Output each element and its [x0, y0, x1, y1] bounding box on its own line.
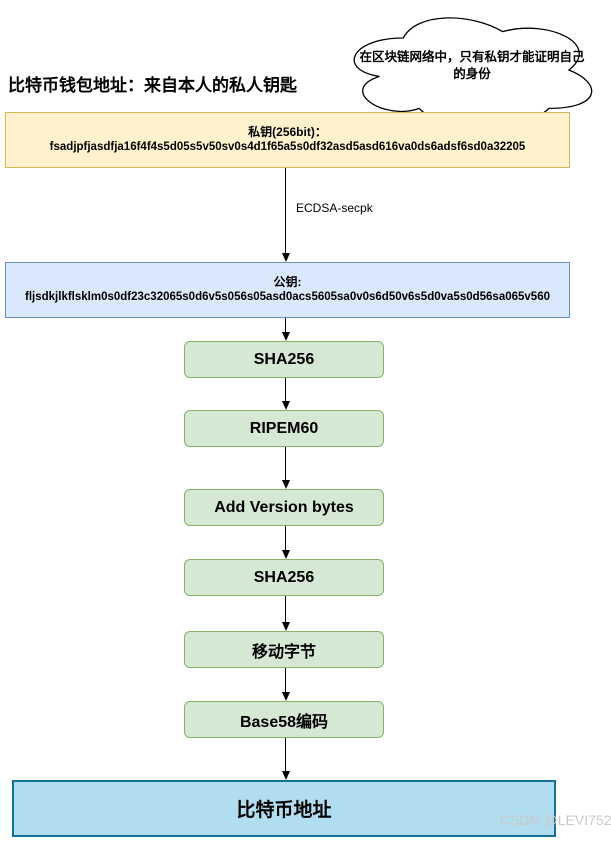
arrow-head-icon [281, 401, 290, 410]
arrow-head-icon [281, 480, 290, 489]
flow-arrow [281, 447, 290, 489]
arrow-stem [285, 596, 286, 622]
step-move-bytes: 移动字节 [184, 631, 384, 668]
public-key-label: 公钥: [273, 275, 302, 289]
step-sha256-1: SHA256 [184, 341, 384, 378]
arrow-stem [285, 526, 286, 550]
page-title: 比特币钱包地址：来自本人的私人钥匙 [8, 76, 297, 95]
flow-arrow [281, 526, 290, 559]
private-key-box: 私钥(256bit)： fsadjpfjasdfja16f4f4s5d05s5v… [5, 112, 570, 168]
arrow-stem [285, 378, 286, 401]
arrow-head-icon [281, 771, 290, 780]
step-base58-encode: Base58编码 [184, 701, 384, 738]
thought-cloud-text: 在区块链网络中，只有私钥才能证明自己 的身份 [352, 49, 592, 83]
cloud-text-line2: 的身份 [453, 67, 491, 81]
flow-arrow [281, 596, 290, 631]
arrow-stem [285, 168, 286, 253]
arrow-stem [285, 738, 286, 771]
public-key-value: fljsdkjlkflsklm0s0df23c32065s0d6v5s056s0… [25, 291, 550, 303]
flow-arrow [281, 668, 290, 701]
arrow-head-icon [281, 622, 290, 631]
step-add-version-bytes: Add Version bytes [184, 489, 384, 526]
private-key-value: fsadjpfjasdfja16f4f4s5d05s5v50sv0s4d1f65… [49, 141, 526, 153]
arrow-stem [285, 668, 286, 692]
flow-arrow [281, 378, 290, 410]
arrow-stem [285, 318, 286, 332]
arrow-head-icon [281, 692, 290, 701]
step-sha256-2: SHA256 [184, 559, 384, 596]
arrow-head-icon [281, 253, 290, 262]
private-key-label: 私钥(256bit)： [248, 125, 327, 139]
arrow-head-icon [281, 550, 290, 559]
edge-label-ecdsa: ECDSA-secpk [296, 201, 373, 215]
cloud-text-line1: 在区块链网络中，只有私钥才能证明自己 [359, 50, 585, 64]
arrow-head-icon [281, 332, 290, 341]
flow-arrow [281, 168, 290, 262]
watermark: CSDN @LEVI752 [500, 812, 611, 828]
flow-arrow [281, 318, 290, 341]
thought-cloud-shape [353, 17, 593, 129]
flow-arrow [281, 738, 290, 780]
bitcoin-address-box: 比特币地址 [12, 780, 556, 837]
public-key-box: 公钥: fljsdkjlkflsklm0s0df23c32065s0d6v5s0… [5, 262, 570, 318]
arrow-stem [285, 447, 286, 480]
step-ripem60: RIPEM60 [184, 410, 384, 447]
